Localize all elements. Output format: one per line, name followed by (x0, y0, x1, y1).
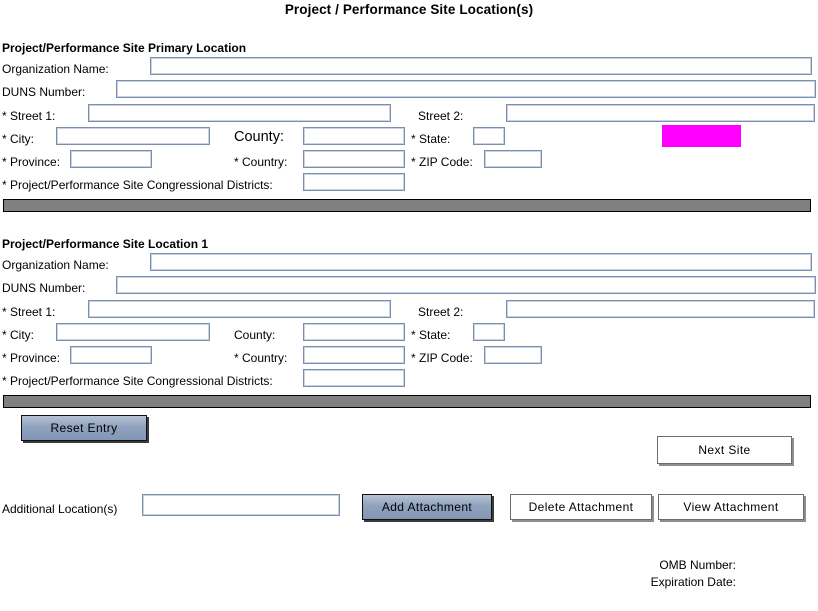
primary-county-label: County: (234, 129, 284, 145)
primary-street1-label: * Street 1: (2, 109, 56, 123)
reset-entry-button[interactable]: Reset Entry (21, 415, 147, 441)
primary-country-input[interactable] (303, 150, 405, 168)
location1-province-input[interactable] (70, 346, 152, 364)
location1-city-input[interactable] (56, 323, 210, 341)
primary-congressional-districts-input[interactable] (303, 173, 405, 191)
location1-street2-input[interactable] (506, 300, 815, 318)
primary-duns-number-input[interactable] (116, 80, 816, 98)
location1-street2-label: Street 2: (418, 305, 464, 319)
location1-zip-input[interactable] (484, 346, 542, 364)
primary-organization-name-label: Organization Name: (2, 62, 109, 76)
location1-street1-input[interactable] (88, 300, 391, 318)
location1-organization-name-input[interactable] (150, 253, 812, 271)
primary-country-label: * Country: (234, 155, 288, 169)
primary-province-input[interactable] (70, 150, 152, 168)
omb-number-label: OMB Number: (659, 558, 736, 572)
location1-organization-name-label: Organization Name: (2, 258, 109, 272)
location1-zip-label: * ZIP Code: (411, 351, 473, 365)
location1-congressional-districts-input[interactable] (303, 369, 405, 387)
page-title: Project / Performance Site Location(s) (284, 2, 534, 17)
additional-locations-label: Additional Location(s) (2, 502, 118, 516)
primary-congressional-districts-label: * Project/Performance Site Congressional… (2, 178, 273, 192)
section-separator-bar-2 (3, 395, 811, 408)
primary-organization-name-input[interactable] (150, 57, 812, 75)
expiration-date-label: Expiration Date: (650, 575, 736, 589)
primary-street1-input[interactable] (88, 104, 391, 122)
primary-state-input[interactable] (473, 127, 505, 145)
location1-country-label: * Country: (234, 351, 288, 365)
view-attachment-button[interactable]: View Attachment (658, 494, 804, 520)
location1-county-label: County: (234, 328, 276, 342)
primary-duns-number-label: DUNS Number: (2, 85, 86, 99)
primary-province-label: * Province: (2, 155, 61, 169)
primary-location-heading: Project/Performance Site Primary Locatio… (2, 41, 247, 55)
location1-congressional-districts-label: * Project/Performance Site Congressional… (2, 374, 273, 388)
primary-street2-label: Street 2: (418, 109, 464, 123)
primary-city-input[interactable] (56, 127, 210, 145)
additional-locations-input[interactable] (142, 494, 340, 516)
location1-county-input[interactable] (303, 323, 405, 341)
location1-province-label: * Province: (2, 351, 61, 365)
location1-city-label: * City: (2, 328, 35, 342)
primary-street2-input[interactable] (506, 104, 815, 122)
primary-zip-input[interactable] (484, 150, 542, 168)
primary-zip-label: * ZIP Code: (411, 155, 473, 169)
location1-state-label: * State: (411, 328, 451, 342)
location1-duns-number-label: DUNS Number: (2, 281, 86, 295)
location1-state-input[interactable] (473, 323, 505, 341)
location1-duns-number-input[interactable] (116, 276, 816, 294)
primary-city-label: * City: (2, 132, 35, 146)
primary-state-label: * State: (411, 132, 451, 146)
location1-country-input[interactable] (303, 346, 405, 364)
section-separator-bar-1 (3, 199, 811, 212)
location1-heading: Project/Performance Site Location 1 (2, 237, 209, 251)
next-site-button[interactable]: Next Site (657, 436, 792, 464)
add-attachment-button[interactable]: Add Attachment (362, 494, 492, 520)
delete-attachment-button[interactable]: Delete Attachment (510, 494, 652, 520)
state-highlight-block (662, 125, 741, 147)
primary-county-input[interactable] (303, 127, 405, 145)
location1-street1-label: * Street 1: (2, 305, 56, 319)
